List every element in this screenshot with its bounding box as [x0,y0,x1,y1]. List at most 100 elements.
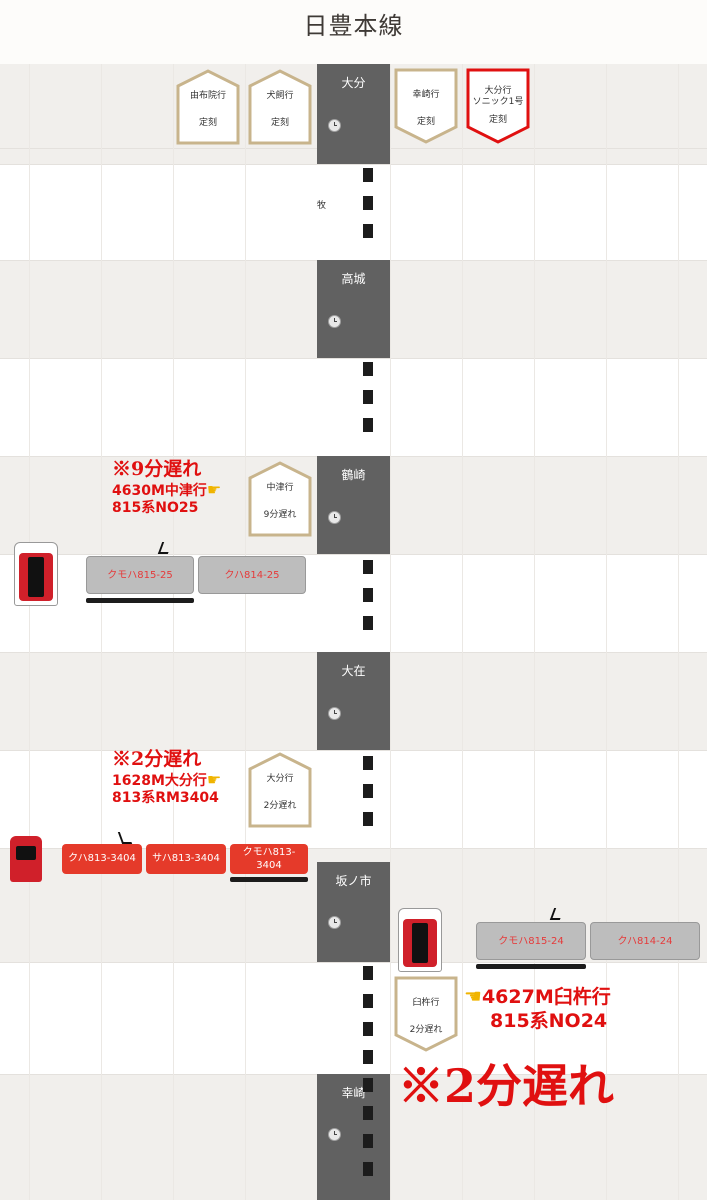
train-car: クモハ815-25 [86,556,194,594]
train-cab-front [398,908,442,972]
car-label: クハ814-25 [224,570,280,581]
car-label: クハ813-3404 [68,853,136,864]
track-segment [363,168,373,182]
clock-icon[interactable] [328,707,341,720]
track-segment [363,1134,373,1148]
car-label: クモハ815-25 [107,570,173,581]
car-label: クモハ813-3404 [242,847,296,871]
card-shape [466,68,530,144]
train-card-yufuin[interactable]: 由布院行 定刻 [176,69,240,145]
train-card-kouzaki[interactable]: 幸崎行 定刻 [394,68,458,144]
row-divider [0,358,707,359]
clock-icon[interactable] [328,916,341,929]
train-car: クハ813-3404 [62,844,142,874]
station-kouzaki[interactable]: 幸崎 [317,1074,390,1200]
train-bogie [86,598,194,603]
train-car: サハ813-3404 [146,844,226,874]
station-name: 鶴崎 [341,468,366,482]
train-number: 1628M大分行 [112,773,207,789]
car-label: クモハ815-24 [498,936,564,947]
card-shape [394,976,458,1052]
track-segment [363,1050,373,1064]
unit-number: 815系NO25 [112,500,199,516]
delay-text: ※9分遅れ [112,458,202,480]
big-delay-note: ※2分遅れ [398,1059,615,1113]
card-destination: 大分行 [484,86,512,96]
train-bogie [476,964,586,969]
card-shape [248,69,312,145]
row-divider [0,554,707,555]
train-number: 4627M臼杵行 [481,986,611,1008]
card-status: 2分遅れ [409,1025,443,1035]
train-car: クハ814-24 [590,922,700,960]
clock-icon[interactable] [328,1128,341,1141]
clock-icon[interactable] [328,511,341,524]
page-header: 日豊本線 [0,0,707,64]
track-segment [363,560,373,574]
train-graphic-815-25: クモハ815-25 クハ814-25 [12,540,308,612]
train-card-nakatsu[interactable]: 中津行 9分遅れ [248,461,312,537]
train-graphic-813-3404: クハ813-3404 サハ813-3404 クモハ813-3404 [10,832,310,886]
train-card-sonic[interactable]: 大分行ソニック1号 定刻 [466,68,530,144]
train-car: クモハ815-24 [476,922,586,960]
between-band [0,962,707,1074]
station-name: 高城 [341,272,366,286]
card-destination: 臼杵行 [412,998,440,1008]
track-segment [363,966,373,980]
track-segment [363,362,373,376]
station-tsurusaki[interactable]: 鶴崎 [317,456,390,554]
card-destination: 大分行 [266,774,294,784]
between-band [0,358,707,456]
station-oozai[interactable]: 大在 [317,652,390,750]
station-name: 大分 [341,76,366,90]
clock-icon[interactable] [328,315,341,328]
train-card-inukai[interactable]: 犬飼行 定刻 [248,69,312,145]
station-oita[interactable]: 大分 [317,64,390,164]
car-label: サハ813-3404 [152,853,220,864]
train-cab-front [14,542,58,606]
card-shape [248,461,312,537]
station-name: 幸崎 [341,1086,366,1100]
between-station-label: 牧 [317,201,327,211]
train-card-oita[interactable]: 大分行 2分遅れ [248,752,312,828]
grid-column-line [606,64,607,1200]
pantograph-icon [549,908,565,920]
delay-note-nakatsu: ※9分遅れ 4630M中津行☛ 815系NO25 [112,454,221,517]
station-name: 大在 [341,664,366,678]
pantograph-icon [117,832,133,844]
track-segment [363,196,373,210]
track-segment [363,1022,373,1036]
train-card-usuki[interactable]: 臼杵行 2分遅れ [394,976,458,1052]
unit-number: 815系NO24 [490,1010,608,1032]
grid-column-line [245,64,246,1200]
between-band [0,164,707,260]
track-segment [363,994,373,1008]
track-segment [363,224,373,238]
clock-icon[interactable] [328,119,341,132]
station-name: 坂ノ市 [335,874,372,888]
between-band [0,750,707,848]
grid-column-line [678,64,679,1200]
card-destination: 中津行 [266,483,294,493]
train-cab-front [10,836,42,882]
delay-text: ※2分遅れ [112,748,202,770]
track-line [363,164,373,1200]
train-car: クハ814-25 [198,556,306,594]
track-segment [363,1106,373,1120]
grid-column-line [534,64,535,1200]
station-sakanoichi[interactable]: 坂ノ市 [317,862,390,962]
card-status: 9分遅れ [263,510,297,520]
track-segment [363,812,373,826]
unit-number: 813系RM3404 [112,790,219,806]
card-status: 定刻 [416,117,435,127]
track-segment [363,1078,373,1092]
track-segment [363,756,373,770]
card-status: 定刻 [198,118,217,128]
row-divider [0,750,707,751]
car-label: クハ814-24 [617,936,673,947]
card-status: 2分遅れ [263,801,297,811]
station-takajo[interactable]: 高城 [317,260,390,358]
row-divider [0,164,707,165]
card-shape [248,752,312,828]
grid-column-line [101,64,102,1200]
